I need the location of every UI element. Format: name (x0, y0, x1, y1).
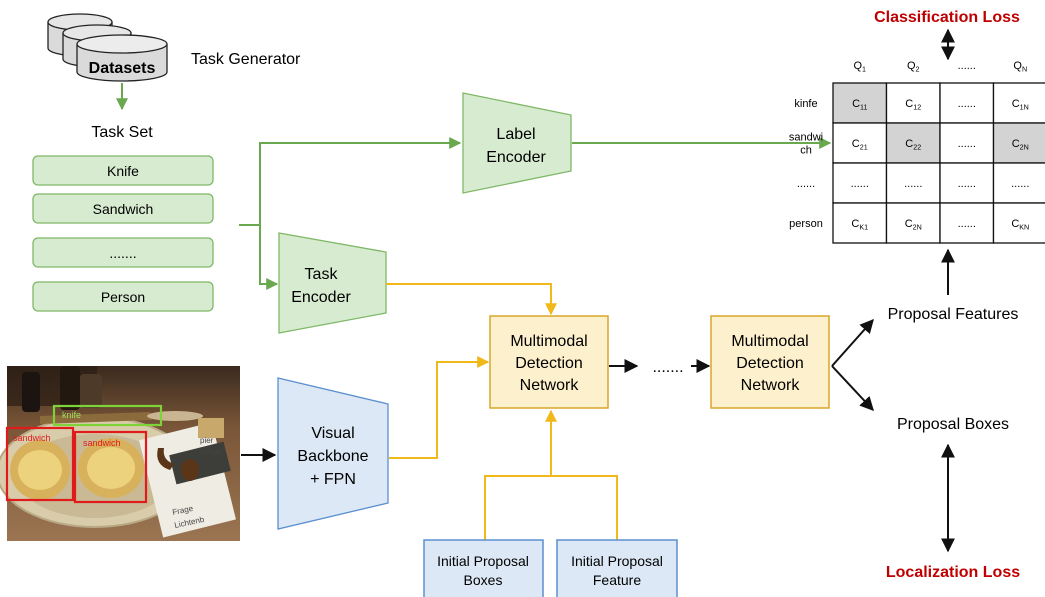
matrix-cell-label: C22 (905, 138, 921, 152)
visual-backbone-line3: + FPN (310, 471, 356, 488)
initial-proposal-feature: Initial Proposal Feature (556, 539, 678, 597)
matrix-cell (885, 202, 941, 244)
matrix-cell-label: ...... (1011, 178, 1029, 190)
classification-loss-label: Classification Loss (874, 9, 1020, 26)
proposals-merge-line (484, 475, 618, 540)
matrix-cell (832, 82, 888, 124)
task-set-title: Task Set (91, 124, 153, 141)
task-item-label: ....... (109, 245, 136, 261)
green-connectors (239, 137, 832, 290)
visual-backbone-line1: Visual (311, 425, 354, 442)
matrix-cell (832, 162, 888, 204)
to-proposal-boxes-arrow (831, 365, 874, 412)
task-encoder-line1: Task (305, 266, 339, 283)
matrix-row-label: kinfe (794, 98, 817, 110)
mdn2-line1: Multimodal (731, 333, 808, 350)
mdn2-line2: Detection (736, 355, 804, 372)
matrix-cell (992, 82, 1045, 124)
task-encoder: Task Encoder (278, 232, 387, 334)
matrix-cell-label: C2N (905, 218, 922, 232)
matrix-row-label: ...... (797, 178, 815, 190)
photo-text-1: pier (200, 436, 214, 445)
to-label-encoder-arrow (239, 137, 462, 226)
knife-bbox (52, 404, 163, 427)
task-encoder-to-mdn-arrow (386, 283, 557, 316)
matrix-cell-label: C12 (905, 98, 921, 112)
to-proposal-features-arrow (831, 318, 874, 367)
matrix-cell (885, 82, 941, 124)
multimodal-detection-network-1: Multimodal Detection Network (489, 315, 609, 409)
mdn1-line2: Detection (515, 355, 583, 372)
mdn1-line1: Multimodal (510, 333, 587, 350)
task-item-person: Person (32, 281, 214, 312)
sandwich-bbox-2 (73, 430, 148, 504)
initial-feature-line1: Initial Proposal (571, 553, 663, 569)
sandwich-bbox-1 (5, 426, 75, 502)
label-encoder-line2: Encoder (486, 149, 546, 166)
matrix-col-header: ...... (958, 60, 976, 72)
task-encoder-line2: Encoder (291, 289, 351, 306)
label-encoder-line1: Label (496, 126, 535, 143)
task-item-ellipsis: ....... (32, 237, 214, 268)
mdn2-line3: Network (741, 377, 801, 394)
photo-text-2: zenge (200, 447, 222, 456)
initial-proposal-boxes: Initial Proposal Boxes (423, 539, 544, 597)
matrix-cell (939, 202, 995, 244)
database-layer-front (76, 34, 168, 82)
initial-feature-line2: Feature (593, 572, 641, 588)
matrix-cell (939, 162, 995, 204)
yellow-connectors (386, 283, 618, 540)
visual-backbone: Visual Backbone + FPN (277, 377, 389, 530)
matrix-cell (992, 202, 1045, 244)
mdn-dots: ....... (652, 359, 683, 376)
matrix-cell-label: CK1 (851, 218, 868, 232)
task-set-list: Knife Sandwich ....... Person (32, 155, 214, 312)
task-item-label: Sandwich (93, 201, 154, 217)
matrix-row-label: person (789, 218, 823, 230)
datasets-database-icon: Datasets (47, 13, 168, 82)
matrix-cell-label: ...... (958, 218, 976, 230)
multimodal-detection-network-2: Multimodal Detection Network (710, 315, 830, 409)
backbone-to-mdn-arrow (389, 356, 490, 459)
initial-boxes-line2: Boxes (464, 572, 503, 588)
matrix-col-header: QN (1013, 60, 1027, 74)
initial-boxes-line1: Initial Proposal (437, 553, 529, 569)
matrix-cell-label: ...... (904, 178, 922, 190)
sandwich-bbox-2-label: sandwich (83, 438, 121, 448)
mdn1-line3: Network (520, 377, 580, 394)
task-item-label: Knife (107, 163, 139, 179)
task-item-sandwich: Sandwich (32, 193, 214, 224)
matrix-cell-label: C2N (1012, 138, 1029, 152)
matrix-cell (885, 122, 941, 164)
matrix-cell (939, 82, 995, 124)
matrix-cell-label: CKN (1011, 218, 1029, 232)
sandwich-bbox-1-label: sandwich (13, 433, 51, 443)
proposal-features-label: Proposal Features (888, 306, 1019, 323)
matrix-cell-label: ...... (958, 178, 976, 190)
visual-backbone-line2: Backbone (297, 448, 368, 465)
localization-loss-label: Localization Loss (886, 564, 1020, 581)
knife-bbox-label: knife (62, 410, 81, 420)
matrix-col-header: Q2 (907, 60, 920, 74)
matrix-cell-label: ...... (958, 98, 976, 110)
matrix-cell-label: C21 (852, 138, 868, 152)
matrix-cell-label: C1N (1012, 98, 1029, 112)
matrix-cell-label: ...... (851, 178, 869, 190)
datasets-label: Datasets (89, 60, 156, 77)
photo-text-3: Frage (172, 504, 195, 517)
label-encoder: Label Encoder (462, 92, 572, 194)
task-generator-title: Task Generator (191, 51, 301, 68)
task-item-knife: Knife (32, 155, 214, 186)
proposal-boxes-label: Proposal Boxes (897, 416, 1009, 433)
to-task-encoder-arrow (259, 225, 279, 290)
matrix-cell (939, 122, 995, 164)
matrix-col-header: Q1 (853, 60, 866, 74)
input-photo: pier zenge Frage Lichtenb knife sandwich… (0, 366, 240, 541)
matrix-cell-label: ...... (958, 138, 976, 150)
task-item-label: Person (101, 289, 145, 305)
matrix-cell-label: C11 (852, 98, 867, 112)
